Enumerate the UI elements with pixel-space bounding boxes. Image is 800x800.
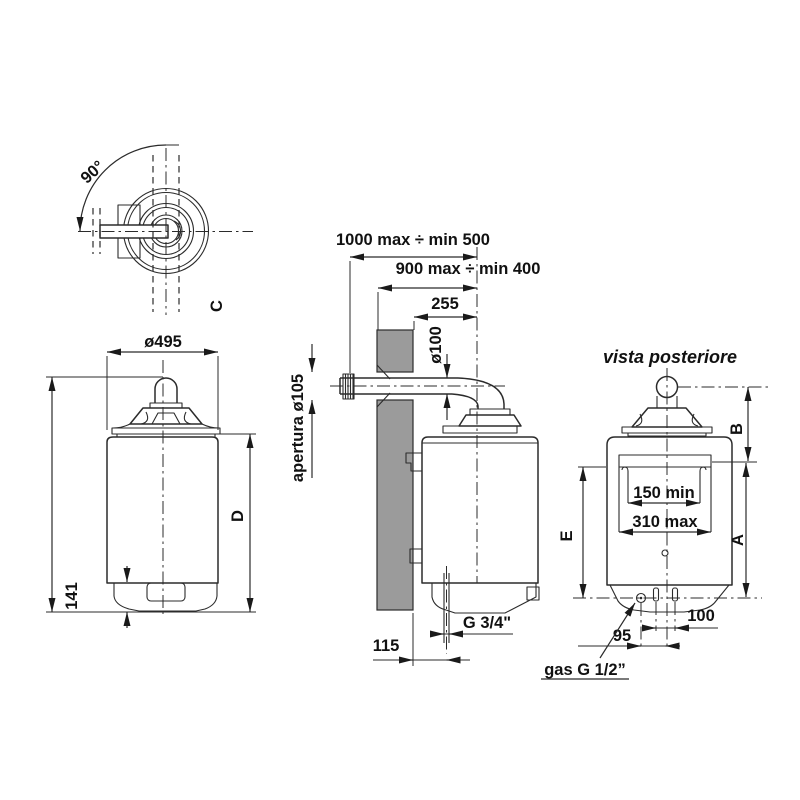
dim-a-label: A: [729, 534, 747, 546]
bracket-slot: [621, 466, 629, 503]
front-view: ø495 141 D: [46, 333, 256, 628]
water-connection-label: G 3/4": [463, 614, 511, 632]
rear-center-hole: [661, 549, 669, 557]
side-installation-view: 1000 max ÷ min 500 900 max ÷ min 400 255…: [289, 231, 540, 666]
height-d-label: D: [229, 510, 247, 522]
base-height-label: 141: [63, 582, 81, 610]
flue-diameter-label: ø100: [427, 326, 445, 364]
bracket-slot: [699, 466, 707, 503]
flue-stub: [154, 377, 178, 403]
bottom-skirt: [113, 583, 218, 612]
wall-upper: [376, 329, 414, 373]
top-view: 90° C: [76, 144, 253, 315]
skirt-latch: [526, 586, 540, 601]
rear-view: vista posteriore: [541, 347, 772, 680]
tank-body: [106, 436, 219, 584]
bracket-panel: [618, 467, 712, 532]
wall-opening-flare: [376, 364, 391, 408]
tank-body-side: [421, 436, 539, 584]
max-distance-label: 1000 max ÷ min 500: [336, 231, 490, 249]
wall-offset-label: 115: [373, 637, 400, 655]
draft-hood-side: [442, 408, 522, 434]
draft-hood: [111, 407, 221, 438]
gas-leader-line: [599, 602, 636, 659]
tank-body-rear: [606, 436, 733, 586]
rear-view-title: vista posteriore: [603, 347, 737, 367]
mounting-bracket-lower: [409, 548, 422, 564]
water-stub: [671, 587, 679, 602]
dim-b-label: B: [728, 423, 746, 435]
angle-label: 90°: [77, 157, 108, 187]
water-spacing-label: 100: [687, 607, 715, 625]
bottom-skirt-side: [431, 583, 537, 614]
wall-lower: [376, 399, 414, 611]
gas-connection-label: gas G 1/2”: [544, 661, 626, 679]
swing-arc: [76, 144, 167, 232]
flue-offset-label: 255: [431, 295, 459, 313]
dimension-letter-c: C: [208, 300, 226, 312]
flue-elbow: [451, 377, 505, 409]
mid-distance-label: 900 max ÷ min 400: [396, 260, 541, 278]
bracket-min-label: 150 min: [633, 484, 694, 502]
bracket-bar: [618, 454, 712, 468]
access-panel: [146, 582, 186, 602]
gas-connection-center: [639, 596, 643, 600]
bracket-max-label: 310 max: [632, 513, 698, 531]
wall-opening-label: apertura ø105: [289, 374, 307, 482]
dim-e-label: E: [558, 530, 576, 541]
water-stub: [652, 587, 660, 602]
gas-offset-label: 95: [613, 627, 631, 645]
diameter-label: ø495: [144, 333, 182, 351]
mounting-bracket-upper: [405, 452, 422, 472]
